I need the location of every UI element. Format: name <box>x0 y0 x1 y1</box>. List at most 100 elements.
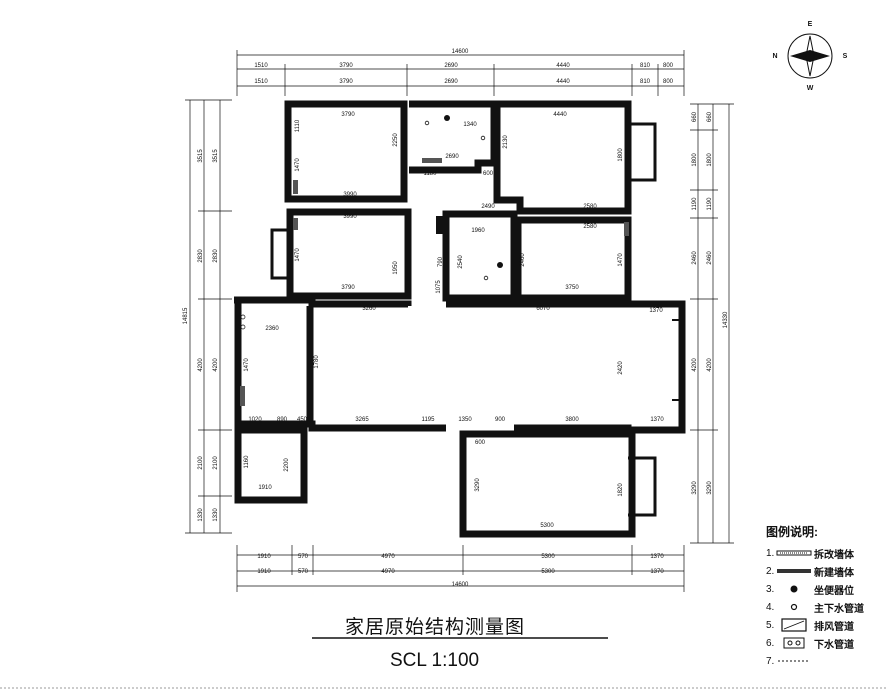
bath1-bottom: 2690 <box>445 154 459 160</box>
compass-s: S <box>843 53 848 60</box>
bath2-top: 1960 <box>471 228 485 234</box>
living-top-far: 1370 <box>649 308 663 314</box>
living-top-right: 6070 <box>536 306 550 312</box>
dim-top2-2: 3790 <box>339 79 353 85</box>
dim-right-5: 4200 <box>692 358 698 372</box>
radiator-icon <box>624 222 629 236</box>
legend: 图例说明: 1. 拆改墙体 2. 新建墙体 3. 坐便器位 4. 主下水管道 5… <box>766 523 884 670</box>
dim-left2-3: 4200 <box>213 358 219 372</box>
dim-bottom2-5: 1370 <box>650 569 664 575</box>
dim-bottom-total: 14600 <box>452 582 469 588</box>
compass-w: W <box>807 85 814 92</box>
dim-right-2: 1800 <box>692 153 698 167</box>
left-dimensions: 14815 3515 2830 4200 2100 1330 3515 2830… <box>183 99 232 534</box>
living-bottom-5: 3800 <box>565 417 579 423</box>
exhaust-duct-icon <box>776 618 814 632</box>
legend-item: 3. 坐便器位 <box>766 583 854 597</box>
main-drain-pipe-icon <box>424 120 430 126</box>
dim-right-1: 660 <box>692 111 698 122</box>
r2-top: 4440 <box>553 112 567 118</box>
bath2-low: 1075 <box>436 280 442 294</box>
dim-top2-4: 4440 <box>556 79 570 85</box>
dim-right-6: 3290 <box>692 481 698 495</box>
legend-item: 4. 主下水管道 <box>766 601 864 615</box>
scale-label: SCL 1:100 <box>390 650 480 671</box>
r3-left: 1470 <box>295 248 301 262</box>
legend-item: 2. 新建墙体 <box>766 565 854 579</box>
dim-top-3: 2690 <box>444 63 458 69</box>
r4-top: 2580 <box>583 224 597 230</box>
exhaust-duct-icon <box>436 216 444 234</box>
dim-top2-5: 810 <box>640 79 651 85</box>
dim-bottom2-4: 5300 <box>541 569 555 575</box>
living-bottom-2: 1195 <box>422 417 436 423</box>
r1-right: 2250 <box>393 133 399 147</box>
dim-left-total: 14815 <box>183 307 189 324</box>
r1-left2: 1470 <box>295 158 301 172</box>
dim-right2-2: 1800 <box>707 153 713 167</box>
kitchen-b2: 890 <box>277 417 288 423</box>
dim-bottom2-3: 4970 <box>381 569 395 575</box>
drain-pipe-icon <box>776 637 814 649</box>
living-right: 2420 <box>618 361 624 375</box>
drain-pipe-icon <box>240 314 246 320</box>
radiator-icon <box>293 180 298 194</box>
legend-item: 7. <box>766 652 884 670</box>
bath1-top: 1340 <box>463 122 477 128</box>
dim-top-1: 1510 <box>254 63 268 69</box>
r2-left: 2130 <box>503 135 509 149</box>
r5-left: 3290 <box>475 478 481 492</box>
kitchen-b3: 450 <box>297 417 308 423</box>
new-wall-icon <box>776 565 814 577</box>
legend-heading: 图例说明: <box>766 525 818 539</box>
dim-top-5: 810 <box>640 63 651 69</box>
toilet-position-icon <box>776 583 814 595</box>
bath1-b2: 1180 <box>424 171 438 177</box>
dim-right2-1: 660 <box>707 111 713 122</box>
room-dimensions: 3790 1110 2250 1470 3990 1340 2690 1180 … <box>244 112 664 529</box>
bath2-outer: 790 <box>438 256 444 267</box>
pipe-7-icon <box>776 655 814 667</box>
walls <box>234 100 686 538</box>
dim-right-3: 1190 <box>692 197 698 211</box>
dim-bottom-2: 570 <box>298 554 309 560</box>
balcony-left: 1160 <box>244 455 250 469</box>
dim-top-4: 4440 <box>556 63 570 69</box>
dim-left-3: 4200 <box>198 358 204 372</box>
r2-right: 1800 <box>618 148 624 162</box>
dim-top2-6: 800 <box>663 79 674 85</box>
balcony-right: 2200 <box>284 458 290 472</box>
living-left: 1780 <box>314 355 320 369</box>
dim-left-5: 1330 <box>198 508 204 522</box>
legend-item: 1. 拆改墙体 <box>766 547 854 561</box>
kitchen-left: 1470 <box>244 358 250 372</box>
top-dimensions: 14600 1510 3790 2690 4440 810 800 1510 3… <box>236 49 685 96</box>
r2-bottom2: 2490 <box>481 204 495 210</box>
drain-pipe-icon <box>480 135 486 141</box>
living-bottom-6: 1370 <box>650 417 664 423</box>
dim-right-total: 14330 <box>723 311 729 328</box>
r1-top: 3790 <box>341 112 355 118</box>
r5-right: 1820 <box>618 483 624 497</box>
r5-bottom: 5300 <box>540 523 554 529</box>
dim-left2-1: 3515 <box>213 149 219 163</box>
dim-right2-6: 3290 <box>707 481 713 495</box>
dim-top-total: 14600 <box>452 49 469 55</box>
legend-item: 5. 排风管道 <box>766 618 854 633</box>
living-bottom-4: 900 <box>495 417 506 423</box>
bath2-left: 2540 <box>458 255 464 269</box>
right-dimensions: 660 1800 1190 2460 4200 3290 660 1800 11… <box>690 103 734 544</box>
dim-top-6: 800 <box>663 63 674 69</box>
dim-left2-4: 2100 <box>213 456 219 470</box>
dim-bottom-4: 5300 <box>541 554 555 560</box>
kitchen-top: 2360 <box>265 326 279 332</box>
compass-n: N <box>772 53 777 60</box>
legend-item: 6. 下水管道 <box>766 637 854 651</box>
dim-left-4: 2100 <box>198 456 204 470</box>
dim-left2-5: 1330 <box>213 508 219 522</box>
radiator-icon <box>422 158 442 163</box>
r3-bottom: 3790 <box>341 285 355 291</box>
bottom-dimensions: 1910 570 4970 5300 1370 1910 570 4970 53… <box>236 545 685 592</box>
page-title: 家居原始结构测量图 <box>345 617 526 638</box>
